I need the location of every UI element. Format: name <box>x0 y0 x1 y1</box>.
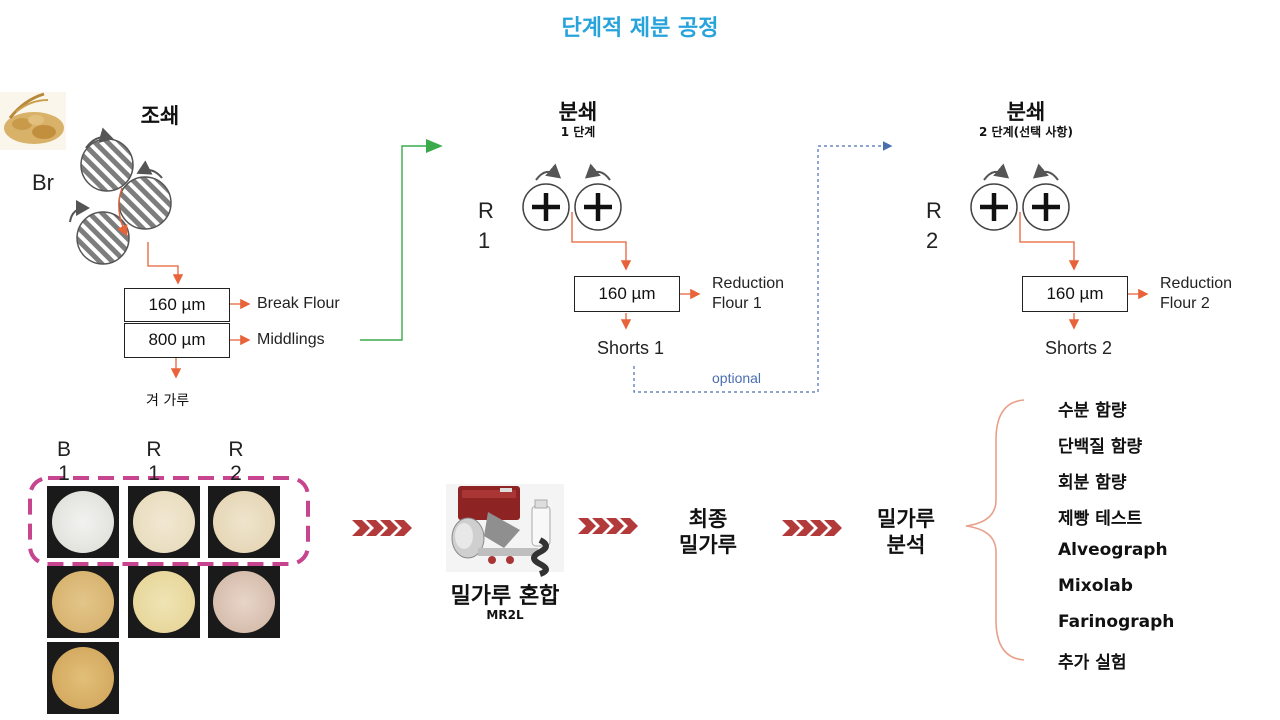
rotation-arrow-icon <box>1032 163 1059 181</box>
stage2-heading: 분쇄 <box>1006 100 1046 124</box>
analysis-list: 수분 함량 단백질 함량 회분 함량 제빵 테스트 Alveograph Mix… <box>1058 396 1174 684</box>
stage1-sub: 1 단계 <box>560 125 596 139</box>
rotation-arrow-icon <box>85 127 114 149</box>
analysis-item: 추가 실험 <box>1058 653 1127 673</box>
analysis-item: Farinograph <box>1058 612 1175 632</box>
analysis-item: 제빵 테스트 <box>1058 509 1143 529</box>
analysis-item: 수분 함량 <box>1058 401 1127 421</box>
mixer-label: 밀가루 혼합 <box>450 584 560 609</box>
middlings-to-stage1-arrow <box>360 139 443 341</box>
coarse-heading: 조쇄 <box>140 104 180 128</box>
stage1-heading: 분쇄 <box>558 100 598 124</box>
analysis-item: 회분 함량 <box>1058 473 1127 493</box>
flour-sample-dish <box>128 566 200 638</box>
flour-sample-dish <box>208 566 280 638</box>
stage2-rolls <box>970 163 1070 231</box>
stage1-sieve-box: 160 µm <box>574 276 680 312</box>
stage1-feed-line <box>571 212 632 271</box>
middlings-label: Middlings <box>257 331 325 348</box>
analysis-item: Mixolab <box>1058 576 1133 596</box>
reduction-flour-2-label: Reduction Flour 2 <box>1160 275 1233 312</box>
sample-header-r1: R 1 <box>146 438 162 485</box>
mixer-image <box>446 484 564 577</box>
coarse-roll-label: Br <box>32 170 54 195</box>
shorts-2-label: Shorts 2 <box>1045 338 1113 358</box>
break-flour-label: Break Flour <box>257 295 340 312</box>
stage2-sub: 2 단계(선택 사항) <box>979 125 1073 139</box>
stage2-feed-line <box>1019 212 1080 271</box>
flour-sample-dish <box>47 566 119 638</box>
analysis-item: Alveograph <box>1058 540 1168 560</box>
bran-label: 겨 가루 <box>146 393 190 409</box>
rotation-arrow-icon <box>983 163 1010 181</box>
rotation-arrow-icon <box>584 163 611 181</box>
shorts-1-label: Shorts 1 <box>597 338 665 358</box>
chevron-arrow-icon <box>352 520 412 536</box>
page-title: 단계적 제분 공정 <box>561 16 719 41</box>
sieve-160-label: 160 µm <box>148 295 206 314</box>
analysis-item: 단백질 함량 <box>1058 437 1143 457</box>
flour-sample-dish <box>47 642 119 714</box>
sample-header-r2: R 2 <box>228 438 244 485</box>
sieve-160-box: 160 µm <box>124 288 230 322</box>
stage1-roll-label: R 1 <box>478 198 494 253</box>
reduction-flour-1-label: Reduction Flour 1 <box>712 275 785 312</box>
coarse-rolls <box>69 127 172 265</box>
coarse-roll-left <box>76 211 130 265</box>
chevron-arrow-icon <box>578 518 638 534</box>
final-flour-label: 최종 밀가루 <box>679 507 737 557</box>
sample-header-b1: B 1 <box>56 438 71 485</box>
coarse-roll-right <box>118 176 172 230</box>
chevron-arrow-icon <box>782 520 842 536</box>
wheat-grain-image <box>0 92 66 150</box>
optional-label: optional <box>712 370 762 386</box>
sieve-800-box: 800 µm <box>124 323 230 358</box>
stage2-roll-label: R 2 <box>926 198 942 253</box>
optional-line <box>633 141 893 393</box>
mixer-model: MR2L <box>486 608 524 622</box>
rotation-arrow-icon <box>69 200 90 223</box>
rotation-arrow-icon <box>535 163 562 181</box>
analysis-brace <box>965 399 1025 661</box>
flour-sample-dish <box>128 486 200 558</box>
rotation-arrow-icon <box>136 160 163 179</box>
flour-analysis-label: 밀가루 분석 <box>877 507 935 557</box>
flour-sample-dish <box>208 486 280 558</box>
sieve-800-label: 800 µm <box>148 330 206 349</box>
stage2-sieve-box: 160 µm <box>1022 276 1128 312</box>
flour-sample-dish <box>47 486 119 558</box>
stage1-rolls <box>522 163 622 231</box>
coarse-roll-top <box>80 138 134 192</box>
coarse-feed-line <box>147 242 184 285</box>
